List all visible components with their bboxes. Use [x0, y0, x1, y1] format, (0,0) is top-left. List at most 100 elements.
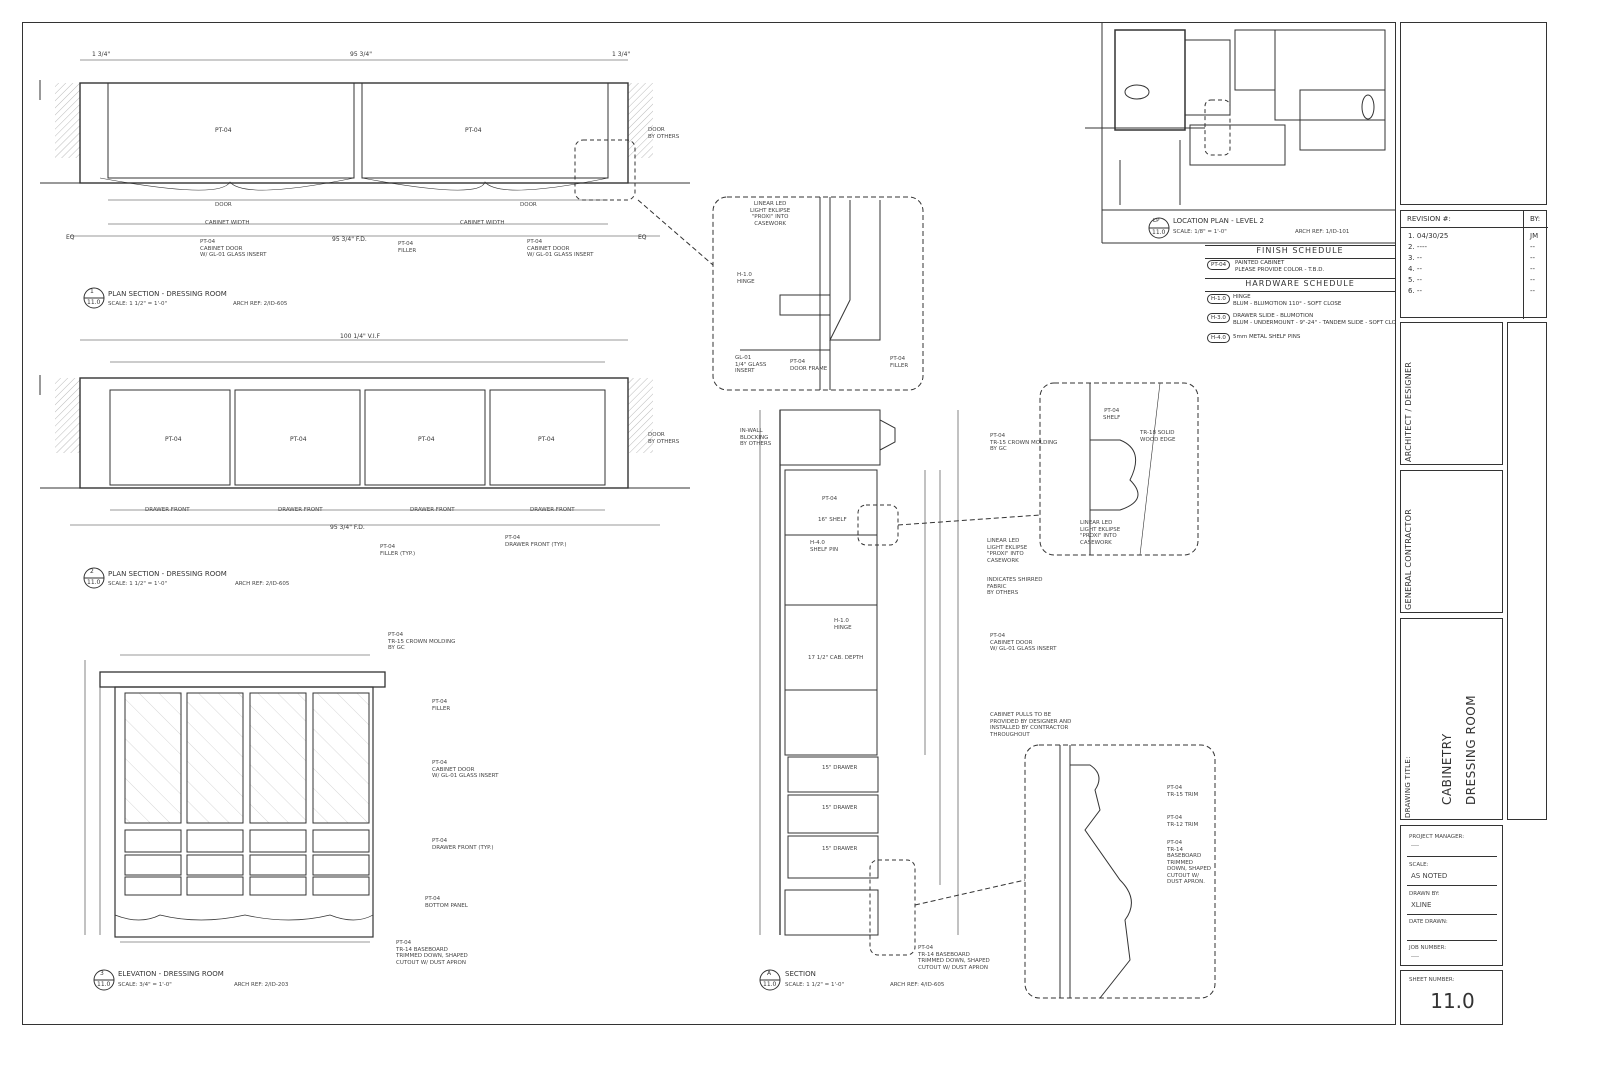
contractor-label: GENERAL CONTRACTOR: [1404, 508, 1413, 610]
view-scale: SCALE: 1 1/2" = 1'-0": [785, 982, 844, 988]
view-title: PLAN SECTION - DRESSING ROOM: [108, 570, 227, 578]
view-sheet: 11.0: [87, 299, 101, 306]
drawn-value: XLINE: [1411, 901, 1432, 909]
baseboard-detail: [914, 744, 1216, 999]
note-door-by-others: DOOR BY OTHERS: [648, 127, 680, 140]
svg-text:1 3/4": 1 3/4": [92, 51, 110, 58]
architect-box: [1400, 322, 1503, 465]
drawing-title-line2: DRESSING ROOM: [1464, 694, 1478, 805]
note-drawer-front: DRAWER FRONT: [278, 507, 323, 513]
elevation-3: [84, 654, 386, 943]
note-cabinet-width: CABINET WIDTH: [205, 220, 250, 226]
revision-header: REVISION #:: [1407, 215, 1451, 223]
sheet-number: 11.0: [1430, 989, 1475, 1013]
finish-line1: PAINTED CABINET: [1235, 260, 1285, 266]
plan-section-1: [39, 59, 690, 237]
svg-text:100 1/4" V.I.F: 100 1/4" V.I.F: [340, 333, 381, 340]
view-title: ELEVATION - DRESSING ROOM: [118, 970, 224, 978]
revision-row: 1. 04/30/25: [1408, 232, 1449, 240]
view-number: 1: [90, 288, 94, 295]
view-ref: ARCH REF: 2/ID-605: [235, 581, 290, 587]
location-plan: [1085, 22, 1395, 244]
hardware-line2: BLUM - UNDERMOUNT - 9"-24" - TANDEM SLID…: [1233, 320, 1403, 326]
view-number: LP: [1153, 218, 1160, 224]
job-value: ----: [1411, 954, 1419, 960]
revision-box: REVISION #: BY:: [1400, 210, 1548, 319]
view-bubble: [83, 567, 105, 589]
svg-text:95 3/4": 95 3/4": [350, 51, 372, 58]
note-cabinet-door-glass: PT-04 CABINET DOOR W/ GL-01 GLASS INSERT: [990, 633, 1057, 652]
sheet-label: SHEET NUMBER:: [1409, 977, 1455, 983]
note-drawer-front-typ: PT-04 DRAWER FRONT (TYP.): [432, 838, 494, 851]
note-cabinet-door-glass: PT-04 CABINET DOOR W/ GL-01 GLASS INSERT: [200, 239, 267, 258]
revision-row: 5. --: [1408, 276, 1422, 284]
view-title: PLAN SECTION - DRESSING ROOM: [108, 290, 227, 298]
revision-row: 6. --: [1408, 287, 1422, 295]
architect-label: ARCHITECT / DESIGNER: [1404, 361, 1413, 462]
view-number: 2: [90, 568, 94, 575]
revision-by-header: BY:: [1530, 215, 1541, 223]
hardware-row: H-3.0 DRAWER SLIDE - BLUMOTION BLUM - UN…: [1207, 313, 1403, 326]
plan-section-2: [39, 339, 690, 526]
note-filler-typ: PT-04 FILLER (TYP.): [380, 544, 416, 557]
view-title: LOCATION PLAN - LEVEL 2: [1173, 217, 1264, 225]
view-ref: ARCH REF: 1/ID-101: [1295, 229, 1350, 235]
note-filler: PT-04 FILLER: [432, 699, 451, 712]
svg-text:EQ: EQ: [66, 234, 75, 241]
view-scale: SCALE: 1 1/2" = 1'-0": [108, 581, 167, 587]
note-drawer-front: DRAWER FRONT: [145, 507, 190, 513]
svg-text:PT-04: PT-04: [290, 436, 307, 443]
note-door: DOOR: [520, 202, 537, 208]
note-tr15: PT-04 TR-15 TRIM: [1167, 785, 1199, 798]
revision-row: 2. ----: [1408, 243, 1428, 251]
note-door-by-others: DOOR BY OTHERS: [648, 432, 680, 445]
note-tr18: TR-18 SOLID WOOD EDGE: [1140, 430, 1176, 443]
finish-row: PT-04 PAINTED CABINET PLEASE PROVIDE COL…: [1207, 260, 1324, 273]
note-door: DOOR: [215, 202, 232, 208]
view-bubble: [93, 969, 115, 991]
note-door-frame: PT-04 DOOR FRAME: [790, 359, 828, 372]
revision-by: --: [1530, 254, 1536, 262]
view-scale: SCALE: 3/4" = 1'-0": [118, 982, 172, 988]
drawn-label: DRAWN BY:: [1409, 891, 1440, 897]
note-led-proxi: LINEAR LED LIGHT EKLIPSE "PROXI" INTO CA…: [987, 538, 1028, 564]
view-ref: ARCH REF: 4/ID-605: [890, 982, 945, 988]
note-tr12: PT-04 TR-12 TRIM: [1167, 815, 1199, 828]
view-scale: SCALE: 1 1/2" = 1'-0": [108, 301, 167, 307]
note-hinge: H-1.0 HINGE: [737, 272, 755, 285]
view-number: 3: [100, 970, 104, 977]
note-drawer-front: DRAWER FRONT: [530, 507, 575, 513]
view-bubble: [759, 969, 781, 991]
note-led-proxi: LINEAR LED LIGHT EKLIPSE "PROXI" INTO CA…: [750, 201, 791, 227]
drawing-title-box: [1400, 618, 1503, 820]
note-led-proxi: LINEAR LED LIGHT EKLIPSE "PROXI" INTO CA…: [1080, 520, 1121, 546]
note-cabinet-width: CABINET WIDTH: [460, 220, 505, 226]
pm-label: PROJECT MANAGER:: [1409, 834, 1465, 840]
note-drawer15: 15" DRAWER: [822, 805, 858, 811]
view-scale: SCALE: 1/8" = 1'-0": [1173, 229, 1227, 235]
logo-box: [1400, 22, 1547, 205]
note-cabinet-door-glass: PT-04 CABINET DOOR W/ GL-01 GLASS INSERT: [432, 760, 499, 779]
note-shelf16: 16" SHELF: [818, 517, 847, 523]
revision-row: 4. --: [1408, 265, 1422, 273]
note-baseboard: PT-04 TR-14 BASEBOARD TRIMMED DOWN, SHAP…: [396, 940, 468, 966]
section-a: [759, 409, 959, 956]
job-label: JOB NUMBER:: [1409, 945, 1447, 951]
hardware-tag: H-3.0: [1207, 313, 1230, 323]
hardware-schedule-title: HARDWARE SCHEDULE: [1245, 279, 1355, 288]
revision-by: --: [1530, 265, 1536, 273]
note-drawer-front: DRAWER FRONT: [410, 507, 455, 513]
svg-text:EQ: EQ: [638, 234, 647, 241]
svg-text:PT-04: PT-04: [538, 436, 555, 443]
note-pulls: CABINET PULLS TO BE PROVIDED BY DESIGNER…: [990, 712, 1072, 738]
view-number: A: [767, 970, 772, 977]
drawing-title-label: DRAWING TITLE:: [1404, 756, 1412, 818]
svg-text:PT-04: PT-04: [165, 436, 182, 443]
hardware-tag: H-4.0: [1207, 333, 1230, 343]
view-bubble: [1148, 217, 1170, 239]
view-sheet: 11.0: [1152, 229, 1166, 236]
hardware-line1: 5mm METAL SHELF PINS: [1233, 334, 1301, 340]
note-pt04: PT-04: [822, 496, 838, 502]
revision-by: --: [1530, 243, 1536, 251]
